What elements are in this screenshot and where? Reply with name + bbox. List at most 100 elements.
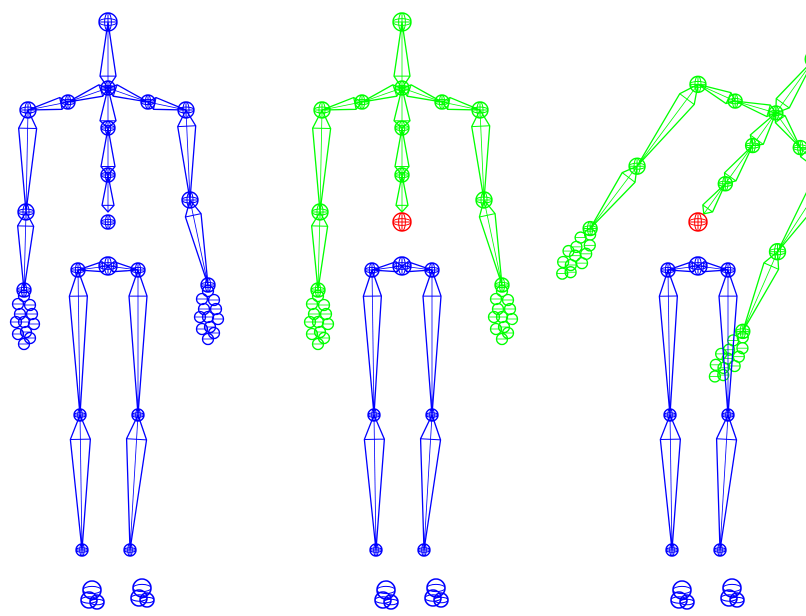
upper-body[interactable] xyxy=(9,12,225,351)
right-hand[interactable] xyxy=(487,284,519,346)
right-foot[interactable] xyxy=(130,578,155,608)
spine-upper-joint[interactable] xyxy=(717,176,734,192)
spine-bone[interactable] xyxy=(702,183,726,215)
right-upper-arm-bone[interactable] xyxy=(177,109,197,201)
right-elbow-joint[interactable] xyxy=(181,191,199,209)
right-thigh-bone[interactable] xyxy=(718,269,738,416)
left-shoulder-joint[interactable] xyxy=(19,101,37,119)
left-hand[interactable] xyxy=(9,289,41,351)
left-shoulder-joint[interactable] xyxy=(313,101,331,119)
spine-upper-joint[interactable] xyxy=(100,167,116,183)
right-upper-arm-bone[interactable] xyxy=(471,109,491,201)
chest-joint[interactable] xyxy=(394,120,410,136)
head-bone[interactable] xyxy=(99,21,117,89)
right-hip-joint[interactable] xyxy=(424,262,440,278)
right-hand[interactable] xyxy=(708,331,749,383)
right-elbow-joint[interactable] xyxy=(768,243,787,261)
spine-upper-joint[interactable] xyxy=(394,167,410,183)
head-joint[interactable] xyxy=(804,50,806,68)
right-thigh-bone[interactable] xyxy=(422,269,442,416)
chest-joint[interactable] xyxy=(744,137,761,154)
left-clavicle-joint[interactable] xyxy=(60,94,76,110)
left-ankle-joint[interactable] xyxy=(75,543,89,557)
right-forearm-bone[interactable] xyxy=(184,199,209,286)
left-hip-joint[interactable] xyxy=(70,262,86,278)
right-shin-bone[interactable] xyxy=(125,414,148,551)
left-knee-joint[interactable] xyxy=(663,408,677,422)
right-knee-joint[interactable] xyxy=(721,408,735,422)
left-forearm-bone[interactable] xyxy=(589,165,638,230)
head-joint[interactable] xyxy=(98,12,118,32)
left-hand[interactable] xyxy=(556,228,597,280)
right-wrist-joint[interactable] xyxy=(494,277,510,293)
neck-joint[interactable] xyxy=(768,105,784,121)
head-bone[interactable] xyxy=(775,59,806,114)
neck-joint[interactable] xyxy=(394,80,410,96)
right-shoulder-joint[interactable] xyxy=(177,101,195,119)
left-elbow-joint[interactable] xyxy=(628,157,646,175)
left-thigh-bone[interactable] xyxy=(658,269,679,416)
left-knee-joint[interactable] xyxy=(367,408,381,422)
left-upper-arm-bone[interactable] xyxy=(17,109,38,213)
head-joint[interactable] xyxy=(392,12,412,32)
left-shoulder-joint[interactable] xyxy=(689,75,707,94)
skeleton-figure-3[interactable] xyxy=(556,50,806,610)
left-ankle-joint[interactable] xyxy=(665,543,679,557)
right-clavicle-joint[interactable] xyxy=(434,94,450,110)
neck-joint[interactable] xyxy=(100,80,116,96)
right-clavicle-joint[interactable] xyxy=(792,139,806,156)
left-upper-arm-bone[interactable] xyxy=(311,109,332,213)
right-upper-arm-bone[interactable] xyxy=(776,176,806,253)
hips-joint[interactable] xyxy=(98,256,118,276)
left-upper-arm-bone[interactable] xyxy=(636,83,699,167)
right-foot[interactable] xyxy=(720,578,745,608)
left-thigh-bone[interactable] xyxy=(68,269,89,416)
right-shin-bone[interactable] xyxy=(715,414,738,551)
hips-joint[interactable] xyxy=(688,256,708,276)
lower-body[interactable] xyxy=(658,256,745,610)
left-foot[interactable] xyxy=(80,580,105,610)
right-shoulder-joint[interactable] xyxy=(471,101,489,119)
neck-bone[interactable] xyxy=(749,112,777,147)
skeleton-figure-1[interactable] xyxy=(9,12,225,610)
lower-body[interactable] xyxy=(68,256,155,610)
right-clavicle-joint[interactable] xyxy=(140,94,156,110)
spine-lower-joint[interactable] xyxy=(100,214,116,230)
right-ankle-joint[interactable] xyxy=(713,543,727,557)
left-ankle-joint[interactable] xyxy=(369,543,383,557)
left-elbow-joint[interactable] xyxy=(17,203,35,221)
chest-joint[interactable] xyxy=(100,120,116,136)
right-knee-joint[interactable] xyxy=(425,408,439,422)
left-clavicle-joint[interactable] xyxy=(354,94,370,110)
right-elbow-joint[interactable] xyxy=(475,191,493,209)
right-forearm-bone[interactable] xyxy=(742,251,780,333)
head-bone[interactable] xyxy=(393,21,411,89)
left-clavicle-joint[interactable] xyxy=(727,93,743,109)
left-thigh-bone[interactable] xyxy=(362,269,383,416)
left-elbow-joint[interactable] xyxy=(311,203,329,221)
skeleton-figure-2[interactable] xyxy=(303,12,519,610)
left-knee-joint[interactable] xyxy=(73,408,87,422)
left-forearm-bone[interactable] xyxy=(16,211,35,291)
right-hip-joint[interactable] xyxy=(130,262,146,278)
right-forearm-bone[interactable] xyxy=(478,199,503,286)
right-thigh-bone[interactable] xyxy=(128,269,148,416)
right-hand[interactable] xyxy=(193,284,225,346)
left-hip-joint[interactable] xyxy=(364,262,380,278)
left-wrist-joint[interactable] xyxy=(310,282,326,298)
pivot-joint[interactable] xyxy=(392,212,412,232)
right-hip-joint[interactable] xyxy=(720,262,736,278)
right-foot[interactable] xyxy=(424,578,449,608)
left-hip-joint[interactable] xyxy=(660,262,676,278)
left-shin-bone[interactable] xyxy=(69,414,92,551)
right-knee-joint[interactable] xyxy=(131,408,145,422)
right-ankle-joint[interactable] xyxy=(417,543,431,557)
hips-joint[interactable] xyxy=(392,256,412,276)
left-hand[interactable] xyxy=(303,289,335,351)
left-shin-bone[interactable] xyxy=(363,414,386,551)
pivot-joint[interactable] xyxy=(688,212,708,232)
left-foot[interactable] xyxy=(374,580,399,610)
right-shin-bone[interactable] xyxy=(419,414,442,551)
upper-body[interactable] xyxy=(556,50,806,383)
